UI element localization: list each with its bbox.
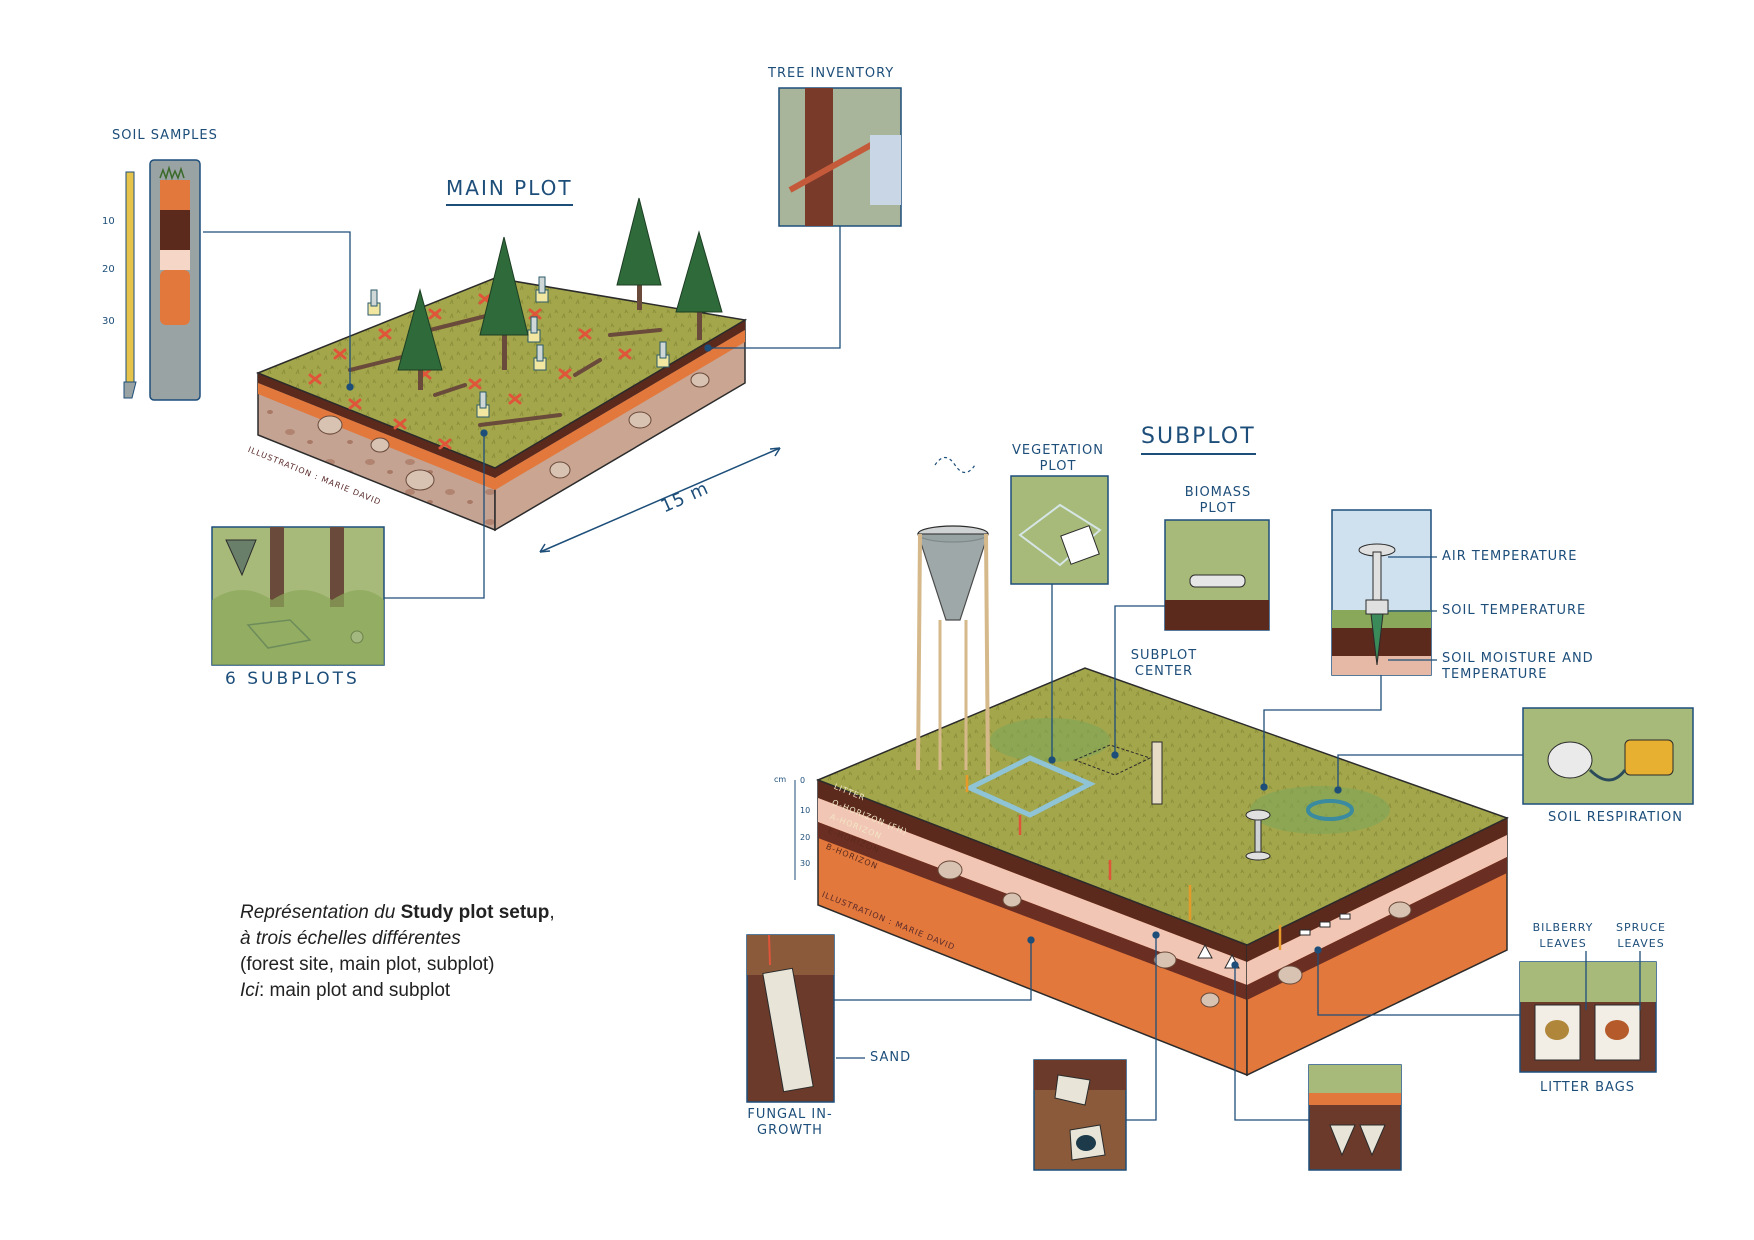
sand-label: SAND: [870, 1050, 912, 1065]
caption-line-2-text: à trois échelles différentes: [240, 928, 461, 949]
dimension-arrow: [539, 447, 781, 553]
temperature-sensor-top: [1245, 809, 1271, 861]
main-plot-title: MAIN PLOT: [446, 176, 573, 206]
subplot-depth-tick-20: 20: [800, 833, 811, 842]
mesh-bags-inset: [1033, 1059, 1127, 1171]
caption-line-4: Ici: main plot and subplot: [240, 978, 555, 1004]
main-plot-markers: [308, 293, 632, 450]
caption-line-1-post: ,: [549, 902, 555, 923]
subplot-depth-tick-10: 10: [800, 806, 811, 815]
sensor-inset: [1331, 509, 1432, 676]
subplot-depth-tick-30: 30: [800, 859, 811, 868]
main-plot-subplot-posts: [367, 276, 670, 418]
litter-bags-inset: [1519, 961, 1657, 1073]
air-temperature-label: AIR TEMPERATURE: [1442, 549, 1578, 564]
tree-inventory-label: TREE INVENTORY: [768, 66, 895, 81]
caption-line-1-pre: Représentation du: [240, 902, 401, 923]
subplot-center-label: SUBPLOT CENTER: [1130, 648, 1198, 679]
main-plot-spruce-trees: [397, 197, 723, 390]
main-plot-rocks: [317, 372, 710, 491]
soil-temperature-label: SOIL TEMPERATURE: [1442, 603, 1587, 618]
caption-line-4-rest: : main plot and subplot: [259, 980, 451, 1001]
depth-tick-20: 20: [102, 264, 115, 275]
six-subplots-inset: [211, 526, 385, 666]
main-plot-fallen-logs: [348, 313, 662, 427]
vegetation-frame: [964, 755, 1096, 818]
subplot-block: [815, 667, 1509, 1077]
subplot-top: [815, 667, 1509, 946]
soil-respiration-inset: [1522, 707, 1694, 805]
subplot-markers: [965, 775, 1282, 950]
subplot-rocks: [937, 860, 1412, 1008]
litter-bags-label: LITTER BAGS: [1540, 1080, 1636, 1095]
respiration-collar: [1306, 799, 1354, 821]
biomass-plot-label: BIOMASS PLOT: [1184, 485, 1252, 516]
bilberry-leaves-label: BILBERRY LEAVES: [1532, 921, 1594, 950]
subplot-depth-unit: cm: [774, 775, 787, 784]
subplot-depth-tick-0: 0: [800, 776, 806, 785]
depth-ruler: [125, 171, 135, 383]
tree-inventory-inset: [778, 87, 902, 227]
litter-bags-in-soil: [1197, 913, 1351, 969]
six-subplots-label: 6 SUBPLOTS: [225, 669, 360, 689]
vegetation-plot-inset: [1010, 475, 1109, 585]
caption-line-1: Représentation du Study plot setup,: [240, 900, 555, 926]
biomass-frame: [1073, 744, 1152, 776]
fungal-ingrowth-inset: [746, 934, 835, 1103]
subplot-title: SUBPLOT: [1141, 424, 1256, 455]
caption-line-1-bold: Study plot setup: [400, 902, 550, 923]
caption-line-2: à trois échelles différentes: [240, 926, 555, 952]
biomass-plot-inset: [1164, 519, 1270, 631]
soil-samples-label: SOIL SAMPLES: [112, 128, 218, 143]
main-plot-connectors: [203, 226, 841, 599]
caption-line-3: (forest site, main plot, subplot): [240, 954, 495, 975]
triangle-bags-inset: [1308, 1064, 1402, 1171]
main-plot-block: [255, 197, 748, 532]
soil-core-illustration: [123, 159, 201, 401]
depth-tick-10: 10: [102, 216, 115, 227]
depth-tick-30: 30: [102, 316, 115, 327]
fungal-ingrowth-label: FUNGAL IN-GROWTH: [747, 1107, 833, 1138]
soil-moisture-label: SOIL MOISTURE AND TEMPERATURE: [1442, 651, 1594, 682]
spruce-leaves-label: SPRUCE LEAVES: [1616, 921, 1666, 950]
vegetation-plot-label: VEGETATION PLOT: [1012, 443, 1104, 474]
caption: Représentation du Study plot setup, à tr…: [240, 900, 555, 1004]
caption-line-4-em: Ici: [240, 980, 259, 1001]
soil-respiration-label: SOIL RESPIRATION: [1548, 810, 1683, 825]
subplot-center-post: [1151, 741, 1163, 805]
seed-trap: [916, 456, 990, 776]
subplot-connectors: [834, 556, 1641, 1121]
